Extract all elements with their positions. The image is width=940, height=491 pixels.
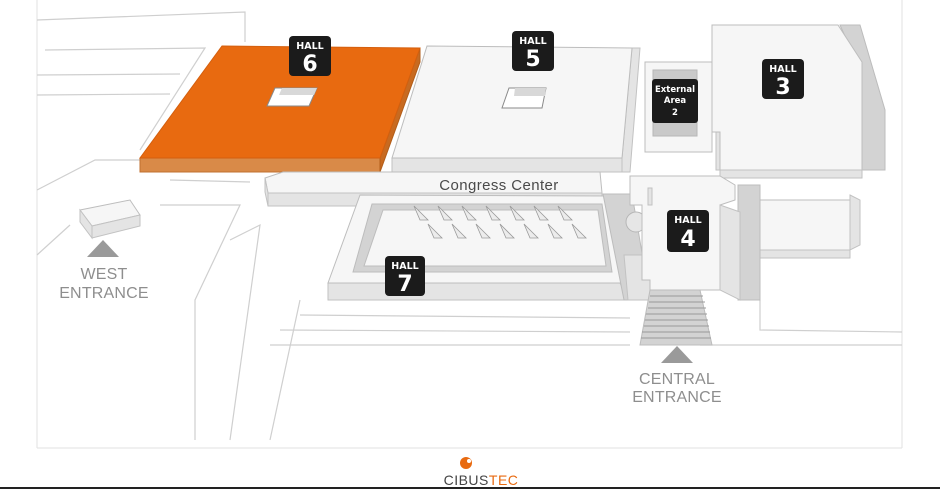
hall-7-badge-number: 7 (397, 272, 412, 297)
west-entrance[interactable]: WEST ENTRANCE (59, 240, 149, 302)
hall-5-badge[interactable]: HALL 5 (512, 31, 554, 72)
hall-6-badge[interactable]: HALL 6 (289, 36, 331, 77)
hall-6-building[interactable] (139, 45, 421, 173)
central-entrance[interactable]: CENTRAL ENTRANCE (632, 346, 722, 406)
annex-building (737, 184, 861, 301)
hall-3-badge-number: 3 (775, 75, 790, 100)
central-entrance-arrow-icon (661, 346, 693, 363)
external-area-line3: 2 (672, 108, 678, 118)
hall-7-building[interactable] (327, 194, 629, 301)
west-entrance-arrow-icon (87, 240, 119, 257)
hall-4-building[interactable] (629, 175, 741, 346)
hall-3-building[interactable] (711, 24, 886, 179)
west-entrance-line2: ENTRANCE (59, 285, 149, 302)
cibustec-logo: CIBUSTEC (444, 457, 519, 488)
hall-4-badge[interactable]: HALL 4 (667, 210, 709, 252)
hall-5-badge-label: HALL (519, 36, 546, 47)
hall-7-badge-label: HALL (391, 261, 418, 272)
external-area-line2: Area (664, 96, 687, 106)
connector-building (602, 193, 653, 301)
central-entrance-line1: CENTRAL (639, 371, 715, 388)
hall-3-badge-label: HALL (769, 64, 796, 75)
logo-text: CIBUSTEC (444, 472, 519, 488)
west-gate (79, 199, 141, 240)
congress-center-label: Congress Center (439, 177, 558, 194)
hall-6-badge-label: HALL (296, 41, 323, 52)
hall-6-badge-number: 6 (302, 52, 317, 77)
logo-part-2: TEC (489, 472, 519, 488)
hall-7-badge[interactable]: HALL 7 (385, 256, 425, 297)
hall-7-tent-roofs (413, 205, 587, 239)
hall-5-badge-number: 5 (525, 47, 540, 72)
external-area-2[interactable]: External Area 2 (644, 61, 713, 153)
central-entrance-stairs (639, 289, 713, 346)
hall-4-badge-number: 4 (680, 227, 695, 252)
logo-dot-icon (460, 457, 472, 469)
west-entrance-line1: WEST (80, 266, 127, 283)
central-entrance-line2: ENTRANCE (632, 389, 722, 406)
logo-part-1: CIBUS (444, 472, 489, 488)
hall-3-badge[interactable]: HALL 3 (762, 59, 804, 100)
external-area-badge (652, 79, 698, 123)
road-network (36, 11, 903, 441)
hall-4-badge-label: HALL (674, 215, 701, 226)
hall-5-building[interactable] (391, 45, 641, 173)
external-area-line1: External (655, 85, 695, 95)
